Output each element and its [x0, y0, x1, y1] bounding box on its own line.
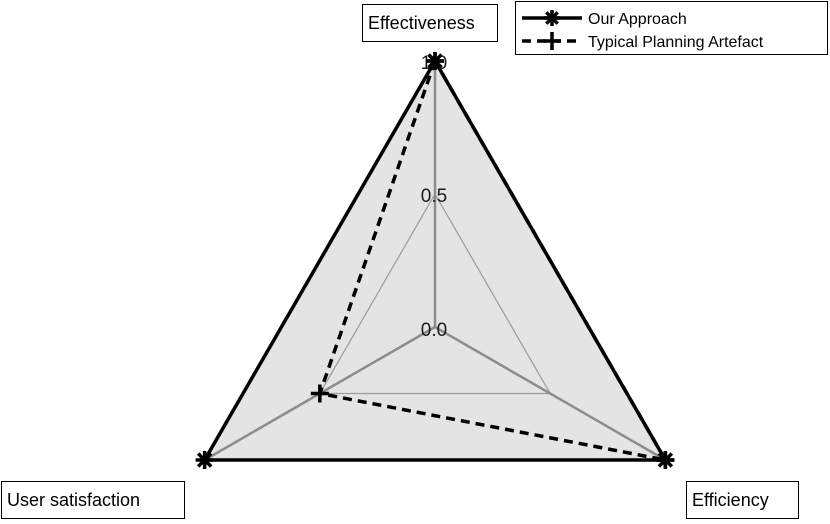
axis-label-efficiency-text: Efficiency [692, 490, 769, 510]
legend-marker-typical-planning-artefact [543, 32, 561, 50]
axis-label-effectiveness-text: Effectiveness [368, 13, 475, 33]
marker-typical-planning-artefact-efficiency [656, 451, 675, 469]
legend: Our Approach Typical Planning Artefact [515, 1, 828, 55]
legend-item-typical-planning-artefact: Typical Planning Artefact [522, 32, 764, 51]
series-layer [201, 56, 669, 463]
grid-ring-mid [318, 192, 552, 395]
marker-our-approach-user-satisfaction [195, 451, 214, 469]
axis-label-efficiency: Efficiency [686, 481, 799, 519]
legend-marker-our-approach [544, 10, 560, 26]
tick-label-0: 0.0 [421, 320, 447, 341]
legend-box [515, 1, 828, 55]
grid-layer [204, 61, 666, 462]
marker-typical-planning-artefact-user-satisfaction [310, 384, 329, 403]
axis-label-user-satisfaction-text: User satisfaction [7, 490, 140, 510]
legend-item-our-approach: Our Approach [522, 10, 687, 28]
marker-typical-planning-artefact-effectiveness [426, 52, 444, 70]
legend-label-our-approach: Our Approach [588, 11, 687, 28]
axis-label-effectiveness: Effectiveness [362, 4, 498, 42]
series-line-typical-planning-artefact [317, 56, 669, 463]
markers-layer [195, 52, 675, 469]
axis-label-user-satisfaction: User satisfaction [1, 481, 185, 519]
tick-label-1: 0.5 [421, 186, 447, 207]
spoke-efficiency [434, 325, 666, 462]
legend-label-typical-planning-artefact: Typical Planning Artefact [588, 34, 764, 51]
